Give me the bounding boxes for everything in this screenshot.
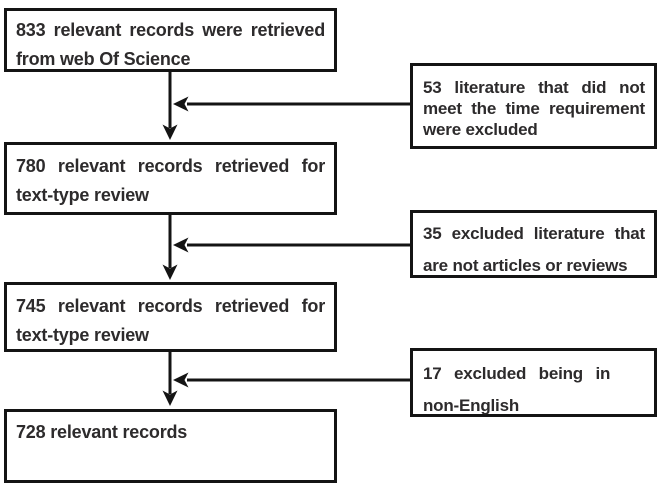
box-text-line: 728 relevant records [16,422,188,442]
down-arrowhead-2 [162,264,178,280]
down-arrowhead-3 [162,390,178,406]
down-arrowhead-1 [162,124,178,140]
box-text-line: are not articles or reviews [423,256,628,275]
box-text-line: 35 excluded literature that [423,224,645,243]
left-arrowhead-1 [173,96,189,112]
flow-box-745-records: 745 relevant records retrieved for text-… [4,282,337,352]
box-text-line: were excluded [423,120,538,139]
exclusion-box-35-not-articles: 35 excluded literature that are not arti… [410,210,657,278]
box-text-line: 53 literature that did not [423,78,645,97]
left-arrowhead-3 [173,372,189,388]
box-text-line: meet the time requirement [423,99,645,118]
flow-box-833-records: 833 relevant records were retrieved from… [4,8,337,72]
box-text-line: text-type review [16,185,149,205]
box-text-line: 17 excluded being in [423,364,611,383]
box-text-line: 780 relevant records retrieved for [16,156,325,176]
flow-box-728-records: 728 relevant records [4,409,337,483]
box-text-line: 833 relevant records were retrieved [16,20,325,40]
left-arrowhead-2 [173,237,189,253]
box-text-line: text-type review [16,325,149,345]
box-text-line: non-English [423,396,520,415]
exclusion-box-53-time-requirement: 53 literature that did not meet the time… [410,63,657,149]
box-text-line: 745 relevant records retrieved for [16,296,325,316]
exclusion-box-17-non-english: 17 excluded being in non-English [410,348,657,417]
flow-box-780-records: 780 relevant records retrieved for text-… [4,142,337,215]
box-text-line: from web Of Science [16,49,191,69]
